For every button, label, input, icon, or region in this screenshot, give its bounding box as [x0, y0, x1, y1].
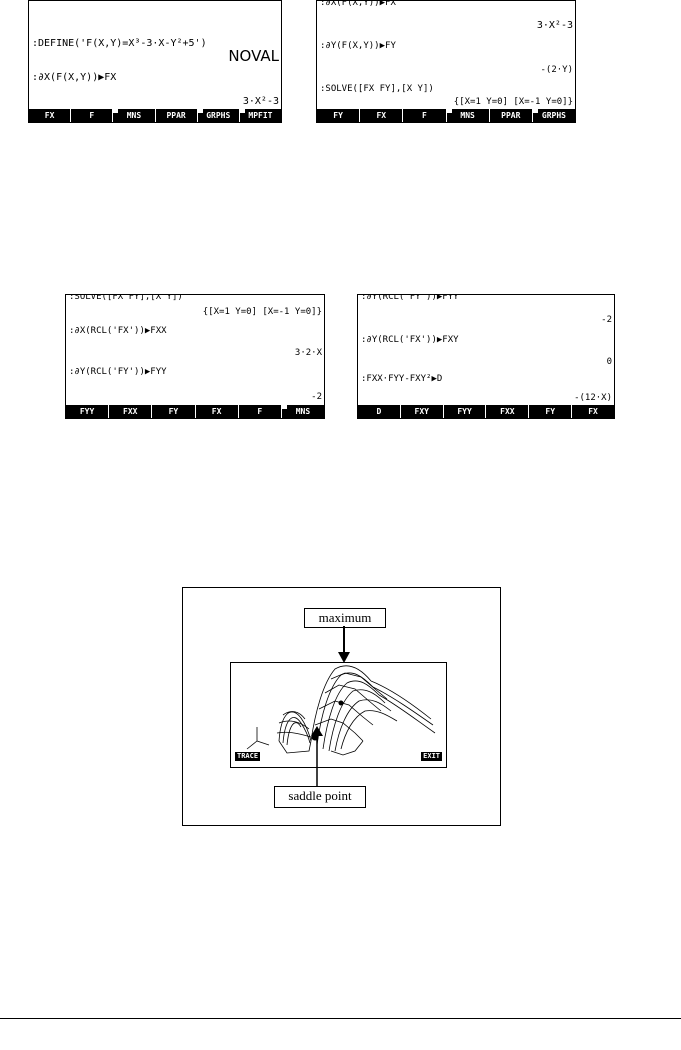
softkey-1[interactable]: FY: [317, 109, 360, 122]
fyy-command-cut: :∂Y(RCL('FY'))▶FYY: [361, 294, 459, 302]
softkey-6[interactable]: MNS: [281, 405, 324, 418]
softkey-5[interactable]: FY: [529, 405, 572, 418]
softkey-bar: FX F MNS PPAR GRPHS MPFIT: [29, 109, 281, 122]
softkey-4[interactable]: FXX: [486, 405, 529, 418]
softkey-5[interactable]: F: [238, 405, 281, 418]
softkey-4[interactable]: FX: [195, 405, 238, 418]
fy-derivative-command: :∂Y(F(X,Y))▶FY: [320, 41, 396, 51]
fxx-command: :∂X(RCL('FX'))▶FXX: [69, 326, 167, 336]
softkey-4[interactable]: PPAR: [155, 109, 197, 122]
surface-plot-figure: maximum: [182, 587, 501, 826]
saddle-point-label: saddle point: [274, 786, 366, 808]
fx-derivative-command-cut: :∂X(F(X,Y))▶FX: [320, 0, 396, 8]
softkey-2[interactable]: F: [71, 109, 113, 122]
fxy-command: :∂Y(RCL('FX'))▶FXY: [361, 335, 459, 345]
calculator-screen-define: :DEFINE('F(X,Y)=X³-3·X-Y²+5') NOVAL :∂X(…: [28, 0, 282, 123]
solve-result: {[X=1 Y=0] [X=-1 Y=0]}: [453, 97, 573, 107]
fyy-result: -2: [601, 315, 612, 325]
softkey-6[interactable]: MPFIT: [239, 109, 281, 122]
softkey-6[interactable]: FX: [572, 405, 614, 418]
softkey-1[interactable]: FYY: [66, 405, 109, 418]
fxy-result: 0: [606, 357, 612, 367]
fx-result: 3·X²-3: [242, 96, 279, 107]
plot-screen: TRACE EXIT: [230, 662, 447, 768]
fy-result: -(2·Y): [540, 65, 573, 75]
solve-command: :SOLVE([FX FY],[X Y]): [320, 84, 434, 94]
maximum-arrow: [338, 626, 350, 663]
fx-result: 3·X²-3: [536, 20, 573, 31]
softkey-2[interactable]: FX: [360, 109, 403, 122]
maximum-label: maximum: [304, 608, 386, 628]
discriminant-result: -(12·X): [574, 393, 612, 403]
softkey-3[interactable]: FYY: [443, 405, 486, 418]
surface-wireframe: [246, 665, 436, 756]
define-command: :DEFINE('F(X,Y)=X³-3·X-Y²+5'): [32, 38, 207, 49]
softkey-bar: D FXY FYY FXX FY FX: [358, 405, 614, 418]
softkey-4[interactable]: MNS: [446, 109, 489, 122]
fxx-result: 3·2·X: [294, 348, 322, 358]
softkey-1[interactable]: D: [358, 405, 400, 418]
solve-command-cut: :SOLVE([FX FY],[X Y]): [69, 294, 183, 302]
softkey-2[interactable]: FXX: [109, 405, 152, 418]
exit-key[interactable]: EXIT: [421, 752, 442, 761]
softkey-3[interactable]: FY: [152, 405, 195, 418]
softkey-5[interactable]: GRPHS: [197, 109, 239, 122]
noval-result: NOVAL: [228, 47, 279, 65]
calculator-screen-solve: :∂X(F(X,Y))▶FX 3·X²-3 :∂Y(F(X,Y))▶FY -(2…: [316, 0, 576, 123]
solve-result: {[X=1 Y=0] [X=-1 Y=0]}: [202, 307, 322, 317]
trace-key[interactable]: TRACE: [235, 752, 261, 761]
softkey-6[interactable]: GRPHS: [532, 109, 575, 122]
softkey-bar: FY FX F MNS PPAR GRPHS: [317, 109, 575, 122]
softkey-3[interactable]: MNS: [113, 109, 155, 122]
softkey-2[interactable]: FXY: [400, 405, 443, 418]
softkey-1[interactable]: FX: [29, 109, 71, 122]
fx-derivative-command: :∂X(F(X,Y))▶FX: [32, 72, 117, 83]
fyy-command: :∂Y(RCL('FY'))▶FYY: [69, 367, 167, 377]
saddle-arrow: [311, 726, 323, 786]
calculator-screen-discriminant: :∂Y(RCL('FY'))▶FYY -2 :∂Y(RCL('FX'))▶FXY…: [357, 294, 615, 419]
page-footer-rule: [0, 1018, 681, 1019]
softkey-bar: FYY FXX FY FX F MNS: [66, 405, 324, 418]
fyy-result: -2: [311, 392, 322, 402]
discriminant-command: :FXX·FYY-FXY²▶D: [361, 374, 443, 384]
softkey-5[interactable]: PPAR: [489, 109, 532, 122]
calculator-screen-second-derivatives: :SOLVE([FX FY],[X Y]) {[X=1 Y=0] [X=-1 Y…: [65, 294, 325, 419]
softkey-3[interactable]: F: [403, 109, 446, 122]
